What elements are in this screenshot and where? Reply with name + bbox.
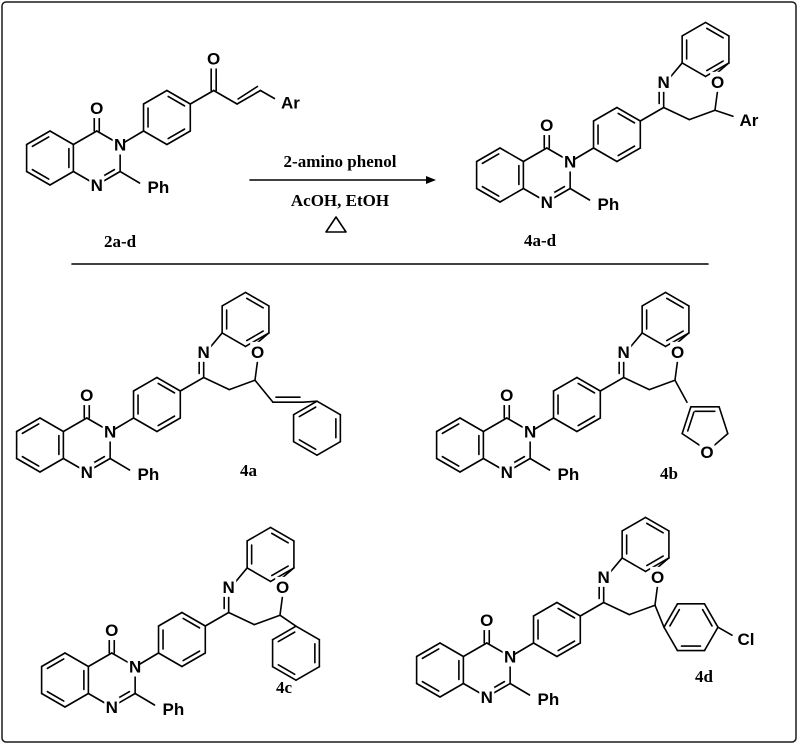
carbonyl-oxygen: O	[480, 611, 493, 630]
quinazoline-n1: N	[91, 176, 103, 195]
phenyl-substituent: Ph	[558, 465, 580, 484]
quinazoline-n3: N	[129, 658, 141, 677]
quinazoline-n1: N	[81, 463, 93, 482]
oxazepine-nitrogen: N	[658, 73, 670, 92]
label-4c: 4c	[276, 678, 293, 697]
heat-triangle-icon	[325, 216, 347, 233]
oxazepine-oxygen: O	[276, 578, 289, 597]
phenyl-substituent: Ph	[163, 700, 185, 719]
oxazepine-nitrogen: N	[598, 568, 610, 587]
label-4a-d: 4a-d	[524, 231, 557, 250]
phenyl-substituent: Ph	[148, 178, 170, 197]
phenyl-substituent: Ph	[138, 465, 160, 484]
ketone-oxygen: O	[207, 50, 220, 69]
quinazoline-n3: N	[504, 648, 516, 667]
aryl-substituent: Ar	[281, 94, 300, 113]
label-4d: 4d	[695, 667, 714, 686]
label-2a-d: 2a-d	[104, 232, 137, 251]
furan-oxygen: O	[700, 443, 713, 462]
aryl-substituent: Ar	[740, 111, 759, 130]
label-4a: 4a	[240, 461, 258, 480]
reaction-arrow	[249, 176, 436, 184]
carbonyl-oxygen: O	[500, 386, 513, 405]
quinazoline-n1: N	[501, 463, 513, 482]
quinazoline-n1: N	[541, 193, 553, 212]
quinazoline-n1: N	[481, 688, 493, 707]
oxazepine-oxygen: O	[251, 343, 264, 362]
chlorine-substituent: Cl	[737, 630, 754, 649]
carbonyl-oxygen: O	[540, 116, 553, 135]
phenyl-substituent: Ph	[538, 690, 560, 709]
quinazoline-n3: N	[564, 153, 576, 172]
reagent-line-1: 2-amino phenol	[284, 152, 397, 171]
oxazepine-oxygen: O	[671, 343, 684, 362]
label-4b: 4b	[660, 464, 678, 483]
quinazoline-n3: N	[104, 423, 116, 442]
reagent-line-2: AcOH, EtOH	[291, 191, 389, 210]
phenyl-substituent: Ph	[598, 195, 620, 214]
oxazepine-oxygen: O	[651, 568, 664, 587]
carbonyl-oxygen: O	[80, 386, 93, 405]
quinazoline-n3: N	[114, 136, 126, 155]
quinazoline-n1: N	[106, 698, 118, 717]
oxazepine-nitrogen: N	[223, 578, 235, 597]
quinazoline-n3: N	[524, 423, 536, 442]
carbonyl-oxygen: O	[90, 99, 103, 118]
oxazepine-nitrogen: N	[198, 343, 210, 362]
carbonyl-oxygen: O	[105, 621, 118, 640]
oxazepine-oxygen: O	[711, 73, 724, 92]
oxazepine-nitrogen: N	[618, 343, 630, 362]
